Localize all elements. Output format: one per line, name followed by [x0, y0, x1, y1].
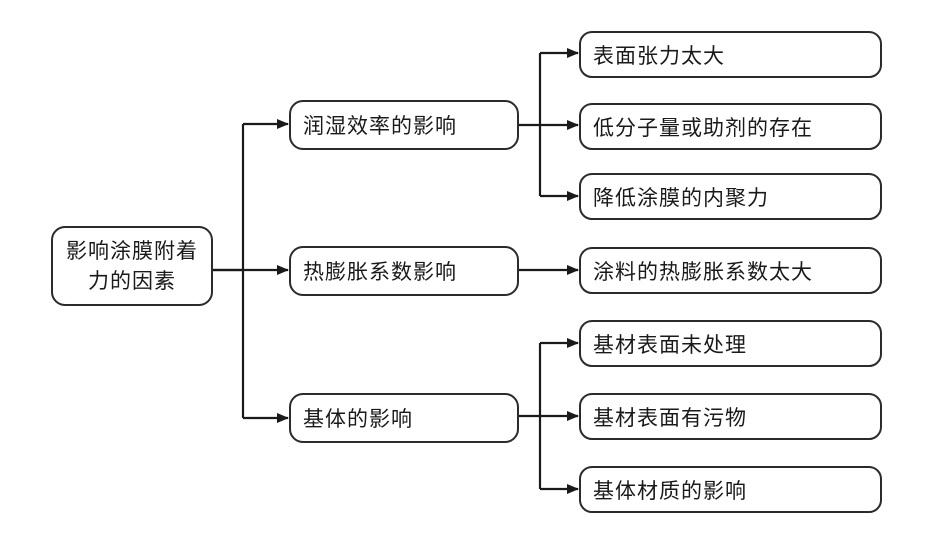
- branch-node-thermal-expansion: 热膨胀系数影响: [289, 246, 519, 296]
- leaf-node-surface-untreated: 基材表面未处理: [579, 320, 882, 367]
- leaf-node-surface-tension: 表面张力太大: [579, 31, 882, 78]
- leaf-label-surface-tension: 表面张力太大: [593, 43, 725, 68]
- branch-node-wetting: 润湿效率的影响: [289, 100, 519, 150]
- leaf-label-surface-contaminants: 基材表面有污物: [593, 405, 747, 430]
- leaf-label-cohesion: 降低涂膜的内聚力: [593, 185, 769, 210]
- root-label-line-2: 力的因素: [88, 269, 176, 293]
- leaf-label-substrate-material: 基体材质的影响: [593, 478, 747, 503]
- leaf-node-thermal-coefficient: 涂料的热膨胀系数太大: [579, 247, 882, 294]
- branch-label-wetting: 润湿效率的影响: [303, 114, 457, 138]
- leaf-node-surface-contaminants: 基材表面有污物: [579, 393, 882, 440]
- leaf-node-low-molecular-weight: 低分子量或助剂的存在: [579, 103, 882, 150]
- root-label-line-1: 影响涂膜附着: [66, 239, 198, 263]
- leaf-node-cohesion: 降低涂膜的内聚力: [579, 173, 882, 220]
- leaf-label-thermal-coefficient: 涂料的热膨胀系数太大: [593, 259, 813, 284]
- root-node: 影响涂膜附着 力的因素: [51, 226, 213, 306]
- leaf-label-low-molecular-weight: 低分子量或助剂的存在: [593, 115, 813, 140]
- branch-node-substrate: 基体的影响: [289, 393, 519, 443]
- branch-label-thermal-expansion: 热膨胀系数影响: [303, 260, 457, 284]
- branch-label-substrate: 基体的影响: [303, 407, 413, 431]
- leaf-label-surface-untreated: 基材表面未处理: [593, 332, 747, 357]
- leaf-node-substrate-material: 基体材质的影响: [579, 466, 882, 513]
